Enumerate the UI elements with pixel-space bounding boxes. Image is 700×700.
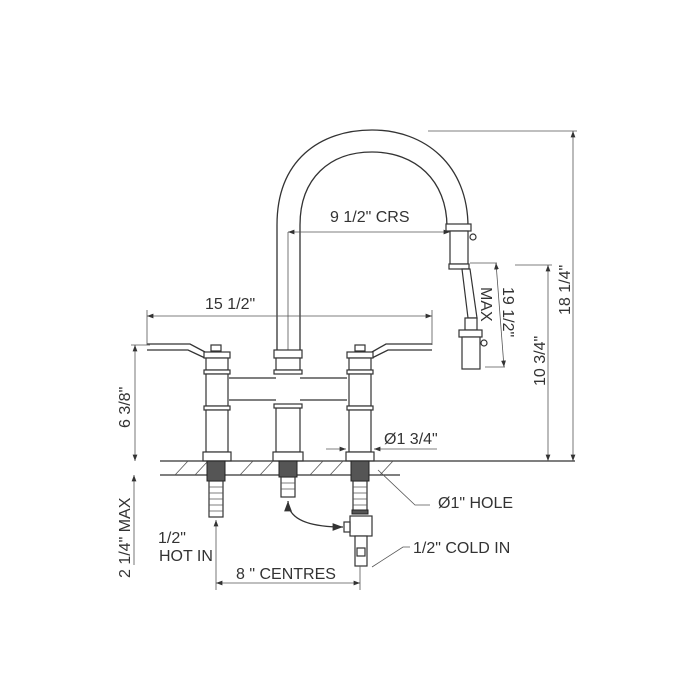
spray-head xyxy=(445,223,488,370)
valve-bodies xyxy=(202,349,375,462)
dim-spout-height: 10 3/4" xyxy=(515,264,552,461)
dim-deck-thickness: 2 1/4" MAX xyxy=(117,475,137,578)
cold-in-label: 1/2" COLD IN xyxy=(413,540,510,557)
deck-thickness-label: 2 1/4" MAX xyxy=(117,497,134,578)
dim-centres: 8 " CENTRES xyxy=(213,520,361,590)
base-diameter-label: Ø1 3/4" xyxy=(384,431,438,448)
dim-overall-width: 15 1/2" xyxy=(146,296,433,345)
overall-width-label: 15 1/2" xyxy=(205,296,255,313)
hot-inlet-label: 1/2" HOT IN xyxy=(158,530,213,565)
bridge-body xyxy=(229,377,347,401)
right-valve-body xyxy=(345,351,375,462)
cold-inlet-label: 1/2" COLD IN xyxy=(371,540,510,568)
spout-reach-label: 9 1/2" CRS xyxy=(330,209,410,226)
overall-height-label: 18 1/4" xyxy=(557,265,574,315)
left-valve-body xyxy=(202,351,232,462)
dim-base-diameter: Ø1 3/4" xyxy=(326,431,438,452)
spout-height-label: 10 3/4" xyxy=(532,336,549,386)
shanks xyxy=(206,460,373,567)
hot-size-label: 1/2" xyxy=(158,530,186,547)
left-handle xyxy=(147,343,222,359)
dim-hole: Ø1" HOLE xyxy=(377,469,513,512)
dim-overall-height: 18 1/4" xyxy=(428,130,577,461)
centres-label: 8 " CENTRES xyxy=(236,566,336,583)
right-handle xyxy=(354,343,432,359)
dim-deck-height: 6 3/8" xyxy=(117,344,150,461)
dim-spout-reach: 9 1/2" CRS xyxy=(288,209,450,235)
spout xyxy=(276,129,469,350)
hot-in-label: HOT IN xyxy=(159,548,213,565)
hose-extension-label: 19 1/2" xyxy=(499,287,516,337)
hose-extension-max-label: MAX xyxy=(477,287,494,322)
dim-hose-extension: 19 1/2" MAX xyxy=(470,262,516,368)
deck-height-label: 6 3/8" xyxy=(117,387,134,428)
center-spout-body xyxy=(272,349,304,462)
hole-label: Ø1" HOLE xyxy=(438,495,513,512)
